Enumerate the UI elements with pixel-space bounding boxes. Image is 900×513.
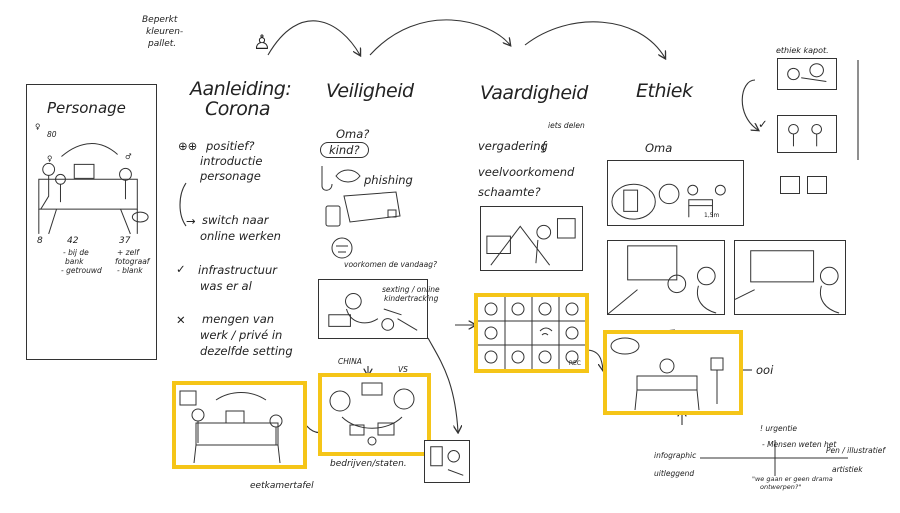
veiligheid-kind: kind? bbox=[320, 142, 369, 159]
vaardigheid-item-1: vergadering bbox=[478, 139, 548, 153]
axis-right-bottom: artistiek bbox=[832, 465, 863, 474]
frame-ethiek-window-1 bbox=[607, 240, 725, 315]
check-icon-side: ✓ bbox=[758, 117, 768, 131]
male-icon: ♂ bbox=[125, 152, 132, 161]
check-icon: ✓ bbox=[176, 262, 186, 276]
persona-sketch bbox=[27, 85, 156, 359]
axis-right-top: Pen / illustratief bbox=[826, 446, 885, 455]
aanleiding-plus-2: introductie bbox=[200, 154, 263, 168]
frame-side-1-sketch bbox=[778, 59, 836, 89]
person-icon: ♙ bbox=[253, 30, 271, 54]
label-bedrijven-staten: bedrijven/staten. bbox=[330, 459, 407, 469]
aanleiding-plus-1: positief? bbox=[206, 139, 255, 153]
persona-age-right: 37 bbox=[119, 236, 131, 246]
persona-mid-3: - getrouwd bbox=[61, 266, 102, 275]
cross-icon: ✕ bbox=[176, 313, 186, 327]
frame-phone-sketch bbox=[424, 440, 470, 483]
frame-side-2 bbox=[777, 115, 837, 153]
plus-minus-icon: ⊕⊕ bbox=[178, 139, 198, 153]
vaardigheid-item-3: schaamte? bbox=[478, 185, 541, 199]
aanleiding-title-1: Aanleiding: bbox=[190, 78, 292, 100]
frame-ethiek-oma-sketch bbox=[608, 161, 743, 225]
axis-mid-note: - Mensen weten het bbox=[762, 440, 837, 449]
persona-title: Personage bbox=[47, 99, 126, 117]
note-top-1: Beperkt bbox=[142, 15, 178, 25]
persona-right-2: fotograaf bbox=[115, 257, 150, 266]
phishing-sketch bbox=[321, 166, 401, 259]
axis-bottom-note-1: "we gaan er geen drama bbox=[752, 475, 833, 483]
frame-sexting bbox=[318, 279, 428, 339]
veiligheid-oma: Oma? bbox=[336, 127, 370, 141]
veiligheid-phishing: phishing bbox=[364, 173, 413, 187]
veiligheid-title: Veiligheid bbox=[326, 80, 414, 102]
female-icon: ♀ bbox=[35, 122, 41, 131]
persona-age-left: 8 bbox=[37, 236, 43, 246]
frame-china-vs bbox=[318, 373, 431, 456]
note-top-3: pallet. bbox=[148, 39, 177, 49]
frame-side-3a bbox=[780, 176, 800, 194]
frame-vergadering-sketch bbox=[481, 207, 582, 270]
frame-video-grid: REC bbox=[474, 293, 589, 373]
aanleiding-mengen-3: dezelfde setting bbox=[200, 344, 293, 358]
aanleiding-mengen-2: werk / privé in bbox=[200, 328, 283, 342]
persona-mid-1: - bij de bbox=[63, 248, 89, 257]
frame-eetkamertafel-sketch bbox=[176, 385, 303, 465]
persona-panel: Personage ♀ 80 ♀ ♂ 8 42 37 - bij de bank… bbox=[26, 84, 157, 360]
ethiek-title: Ethiek bbox=[636, 80, 693, 102]
frame-ethiek-window-2 bbox=[734, 240, 846, 315]
axis-left-top: infographic bbox=[654, 451, 697, 460]
frame-vergadering bbox=[480, 206, 583, 271]
ethiek-oma: Oma bbox=[645, 141, 673, 155]
brace-icon: { bbox=[540, 139, 548, 153]
axis-bottom-note-2: ontwerpen?" bbox=[760, 483, 802, 491]
axis-left-bottom: uitleggend bbox=[654, 469, 695, 478]
female-icon-2: ♀ bbox=[47, 154, 53, 163]
frame-sexting-sketch bbox=[319, 280, 427, 338]
arrow-bullet-icon: → bbox=[186, 214, 196, 228]
aanleiding-plus-3: personage bbox=[200, 169, 261, 183]
rec-label: REC bbox=[568, 359, 581, 367]
frame-phone-sketch-drawing bbox=[425, 441, 469, 482]
label-china: CHINA bbox=[338, 357, 362, 366]
frame-eetkamertafel bbox=[172, 381, 307, 469]
axis-urgentie: ! urgentie bbox=[760, 424, 797, 433]
aanleiding-mengen-1: mengen van bbox=[202, 312, 275, 326]
note-top-2: kleuren- bbox=[146, 27, 184, 37]
frame-ethiek-ooi-sketch bbox=[607, 334, 739, 411]
persona-right-3: - blank bbox=[117, 266, 143, 275]
persona-right-1: + zelf bbox=[117, 248, 139, 257]
distance-label: 1,5m bbox=[704, 212, 720, 219]
label-vs: VS bbox=[398, 365, 408, 374]
frame-ethiek-window-2-sketch bbox=[735, 241, 845, 314]
vaardigheid-item-2: veelvoorkomend bbox=[478, 165, 575, 179]
frame-side-1 bbox=[777, 58, 837, 90]
aanleiding-switch-2: online werken bbox=[200, 229, 281, 243]
persona-age-top: 80 bbox=[47, 130, 57, 139]
aanleiding-title-2: Corona bbox=[205, 98, 271, 120]
veiligheid-frame-note: voorkomen de vandaag? bbox=[344, 260, 437, 269]
persona-age-mid: 42 bbox=[67, 236, 79, 246]
frame-ethiek-oma: 1,5m bbox=[607, 160, 744, 226]
veiligheid-frame-note2-2: kindertracking bbox=[384, 294, 439, 303]
aanleiding-infra-2: was er al bbox=[200, 279, 252, 293]
aanleiding-switch-1: switch naar bbox=[202, 213, 269, 227]
frame-side-2-sketch bbox=[778, 116, 836, 152]
frame-china-vs-sketch bbox=[322, 377, 427, 452]
video-call-grid bbox=[478, 297, 585, 369]
veiligheid-frame-note2-1: sexting / online bbox=[382, 285, 440, 294]
vaardigheid-iets-delen: iets delen bbox=[548, 121, 585, 130]
aanleiding-infra-1: infrastructuur bbox=[198, 263, 277, 277]
persona-mid-2: bank bbox=[65, 257, 84, 266]
label-ethiek-kapot: ethiek kapot. bbox=[776, 46, 829, 55]
label-eetkamertafel: eetkamertafel bbox=[250, 481, 314, 491]
frame-ethiek-window-1-sketch bbox=[608, 241, 724, 314]
frame-ethiek-ooi bbox=[603, 330, 743, 415]
frame-side-3b bbox=[807, 176, 827, 194]
label-ooi: ooi bbox=[756, 363, 774, 377]
vaardigheid-title: Vaardigheid bbox=[480, 82, 588, 104]
